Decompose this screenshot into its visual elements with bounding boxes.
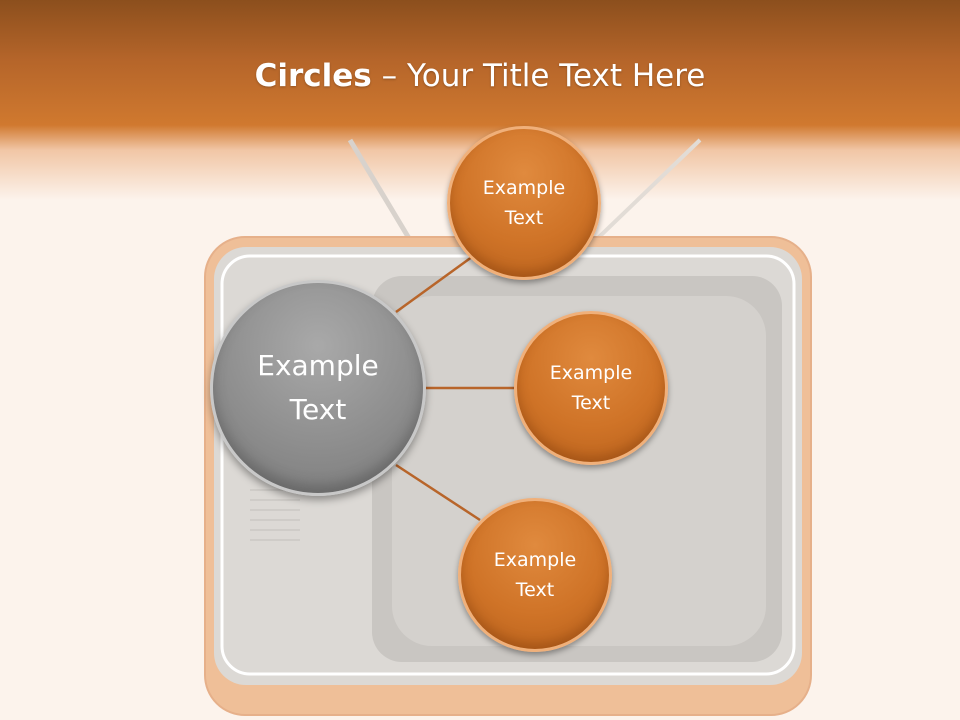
circle-node-label: Example Text (549, 362, 633, 414)
connector-bottom (395, 463, 481, 522)
page-title: Circles – Your Title Text Here (0, 56, 960, 96)
antenna-left (347, 138, 413, 242)
center-circle-label: Example Text (257, 349, 379, 426)
connector-top (395, 252, 477, 314)
connectors (395, 252, 514, 522)
circle-node-bottom: Example Text (458, 498, 612, 652)
circle-node-label: Example Text (493, 549, 577, 601)
center-circle: Example Text (210, 280, 426, 496)
circle-node-middle: Example Text (514, 311, 668, 465)
title-rest: – Your Title Text Here (371, 58, 706, 94)
speaker-grille (250, 489, 300, 541)
antenna-right (596, 138, 702, 240)
circle-node-label: Example Text (482, 177, 566, 229)
title-bold: Circles (254, 58, 372, 94)
circle-node-top: Example Text (447, 126, 601, 280)
